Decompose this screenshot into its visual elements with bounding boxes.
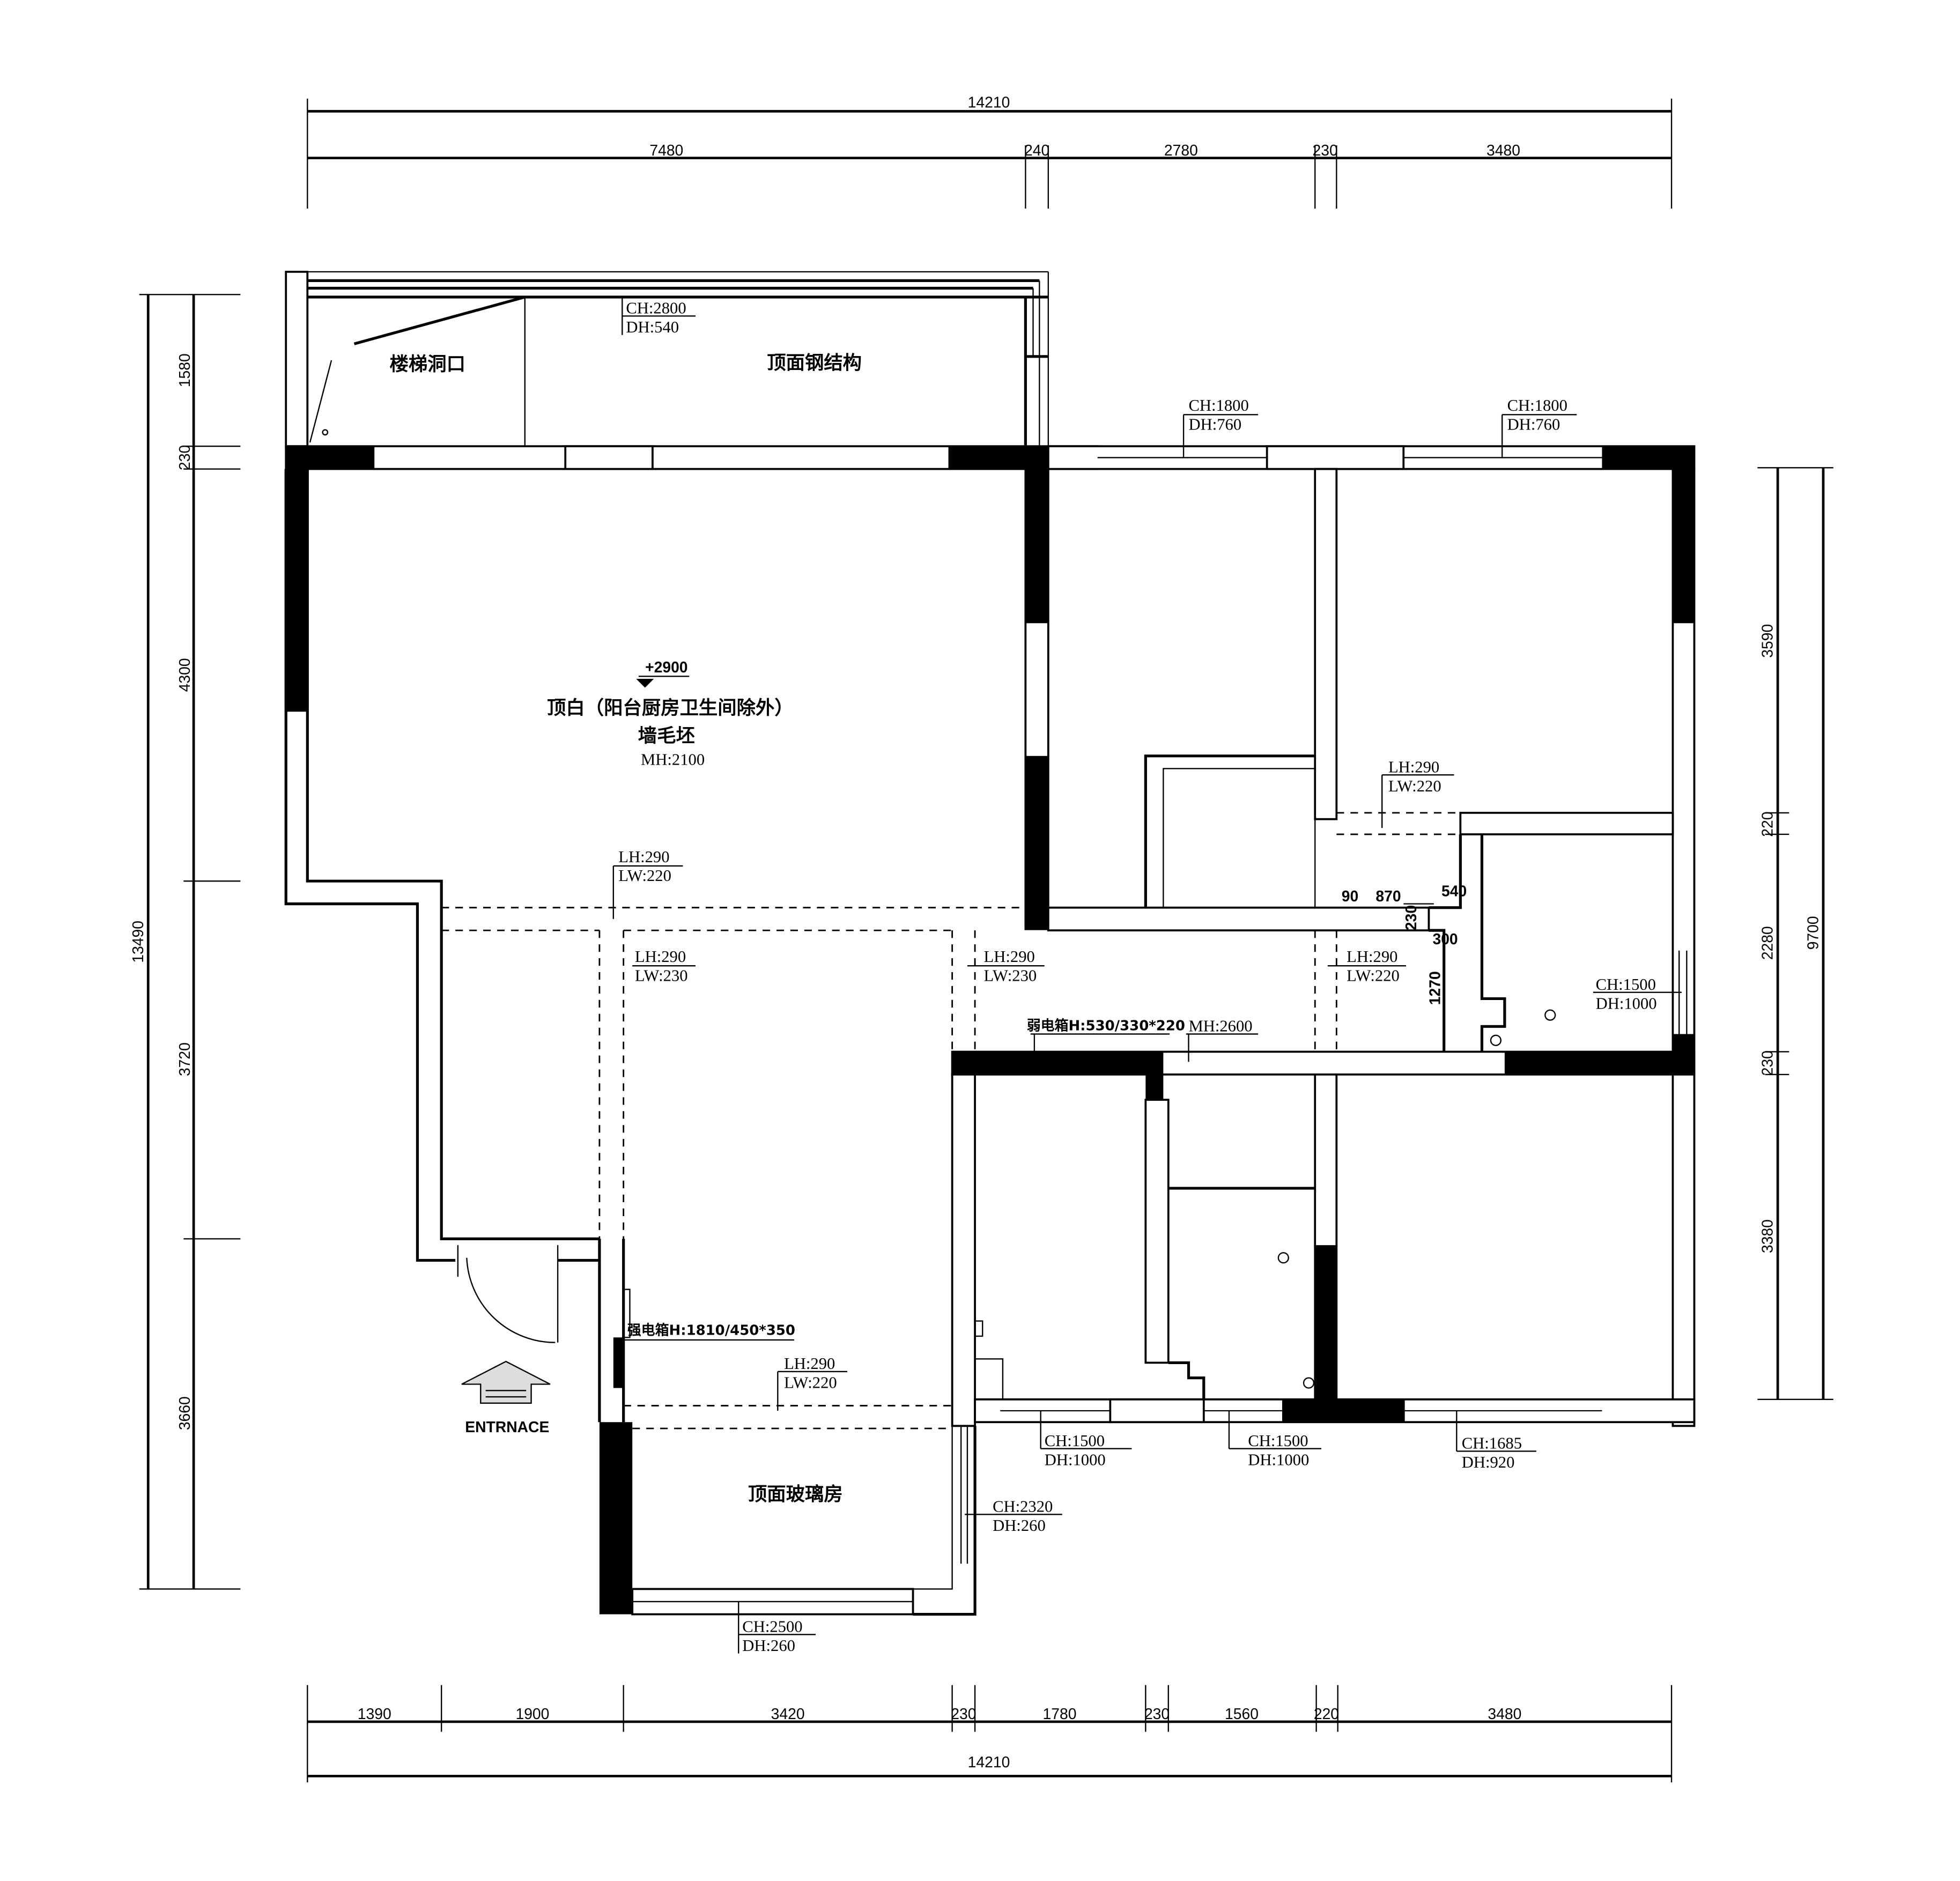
annotation: CH:1500: [1045, 1432, 1105, 1450]
left-dim: 230: [176, 445, 193, 470]
local-dim: 540: [1441, 882, 1467, 899]
left-dim: 3720: [176, 1042, 193, 1076]
annotation: LW:220: [1347, 966, 1400, 984]
weak-electric-box-label: 弱电箱H:530/330*220: [1027, 1017, 1185, 1034]
annotation: LH:290: [784, 1354, 835, 1373]
right-dim: 220: [1759, 812, 1776, 837]
annotation: CH:2800: [626, 299, 686, 317]
left-dim: 4300: [176, 658, 193, 692]
annotation: DH:760: [1188, 416, 1241, 434]
top-dimension-chain: 14210 7480 240 2780 230 3480: [307, 93, 1673, 209]
annotation: CH:1685: [1462, 1434, 1522, 1453]
bottom-dim: 1560: [1225, 1705, 1259, 1722]
annotation: CH:2320: [993, 1498, 1053, 1516]
top-total-dim: 14210: [968, 93, 1010, 110]
strong-electric-box-label: 强电箱H:1810/450*350: [627, 1322, 795, 1339]
wall-note: 墙毛坯: [638, 725, 695, 747]
bottom-dim: 3420: [771, 1705, 805, 1722]
local-dim: 230: [1402, 905, 1419, 930]
bottom-dim: 1390: [358, 1705, 391, 1722]
bottom-dim: 3480: [1488, 1705, 1521, 1722]
local-dim: 300: [1432, 930, 1458, 947]
top-dim: 2780: [1164, 142, 1198, 159]
left-dim: 3660: [176, 1396, 193, 1430]
local-dim: 1270: [1426, 971, 1444, 1005]
steel-roof-label: 顶面钢结构: [767, 352, 862, 374]
annotation: LH:290: [618, 848, 669, 866]
annotations: CH:2800 DH:540 CH:1800 DH:760 CH:1800 DH…: [612, 297, 1682, 1655]
local-dim: 870: [1375, 887, 1401, 905]
annotation: DH:260: [993, 1516, 1046, 1535]
level-triangle-icon: [636, 678, 654, 688]
top-dim: 230: [1313, 142, 1338, 159]
bottom-total-dim: 14210: [968, 1753, 1010, 1771]
annotation: LW:230: [635, 966, 688, 984]
bottom-dim: 220: [1314, 1705, 1339, 1722]
right-dim: 2280: [1759, 926, 1776, 960]
bottom-dimension-chain: 1390 1900 3420 230 1780 230 1560 220 348…: [307, 1685, 1673, 1783]
stair-opening-label: 楼梯洞口: [390, 353, 465, 375]
annotation: LH:290: [635, 947, 686, 966]
annotation: LW:220: [618, 867, 671, 885]
level-mark: +2900: [645, 658, 687, 676]
mh-corridor: MH:2600: [1188, 1017, 1252, 1035]
annotation: CH:2500: [742, 1618, 802, 1636]
annotation: DH:1000: [1045, 1450, 1106, 1469]
annotation: DH:1000: [1248, 1450, 1309, 1469]
right-dim: 3590: [1759, 624, 1776, 658]
annotation: CH:1500: [1248, 1432, 1308, 1450]
annotation: CH:1800: [1507, 396, 1567, 414]
top-dim: 7480: [649, 142, 683, 159]
top-dim: 3480: [1486, 142, 1520, 159]
left-dimension-chain: 13490 1580 230 4300 3720 3660: [129, 294, 241, 1590]
right-dimension-chain: 9700 3590 220 2280 230 3380: [1757, 467, 1833, 1400]
bottom-dim: 1900: [515, 1705, 549, 1722]
right-dim: 3380: [1759, 1219, 1776, 1253]
left-total-dim: 13490: [129, 921, 146, 963]
left-dim: 1580: [176, 353, 193, 387]
annotation: DH:1000: [1596, 994, 1657, 1012]
right-total-dim: 9700: [1804, 916, 1822, 950]
annotation: LH:290: [1388, 758, 1439, 776]
top-dim: 240: [1024, 142, 1049, 159]
annotation: LW:220: [784, 1374, 837, 1392]
annotation: DH:760: [1507, 416, 1560, 434]
beams: [441, 812, 1461, 1430]
annotation: LW:220: [1388, 777, 1441, 795]
annotation: DH:920: [1462, 1453, 1515, 1471]
bottom-dim: 230: [951, 1705, 976, 1722]
mh-main: MH:2100: [641, 750, 705, 768]
annotation: LH:290: [984, 947, 1035, 966]
annotation: CH:1800: [1188, 396, 1248, 414]
entrance-arrow-icon: [461, 1360, 551, 1404]
local-dim: 90: [1342, 887, 1358, 905]
ceiling-note: 顶白（阳台厨房卫生间除外）: [547, 697, 794, 719]
annotation: DH:260: [742, 1636, 795, 1655]
bottom-dim: 1780: [1043, 1705, 1077, 1722]
bottom-dim: 230: [1144, 1705, 1170, 1722]
annotation: CH:1500: [1596, 975, 1656, 994]
entrance-label: ENTRNACE: [465, 1418, 549, 1435]
walls: [284, 270, 1696, 1616]
annotation: LW:230: [984, 966, 1037, 984]
annotation: LH:290: [1347, 947, 1397, 966]
glass-room-label: 顶面玻璃房: [748, 1483, 843, 1505]
annotation: DH:540: [626, 318, 679, 336]
room-labels: 楼梯洞口 顶面钢结构 +2900 顶白（阳台厨房卫生间除外） 墙毛坯 MH:21…: [390, 352, 862, 1505]
right-dim: 230: [1759, 1050, 1776, 1076]
